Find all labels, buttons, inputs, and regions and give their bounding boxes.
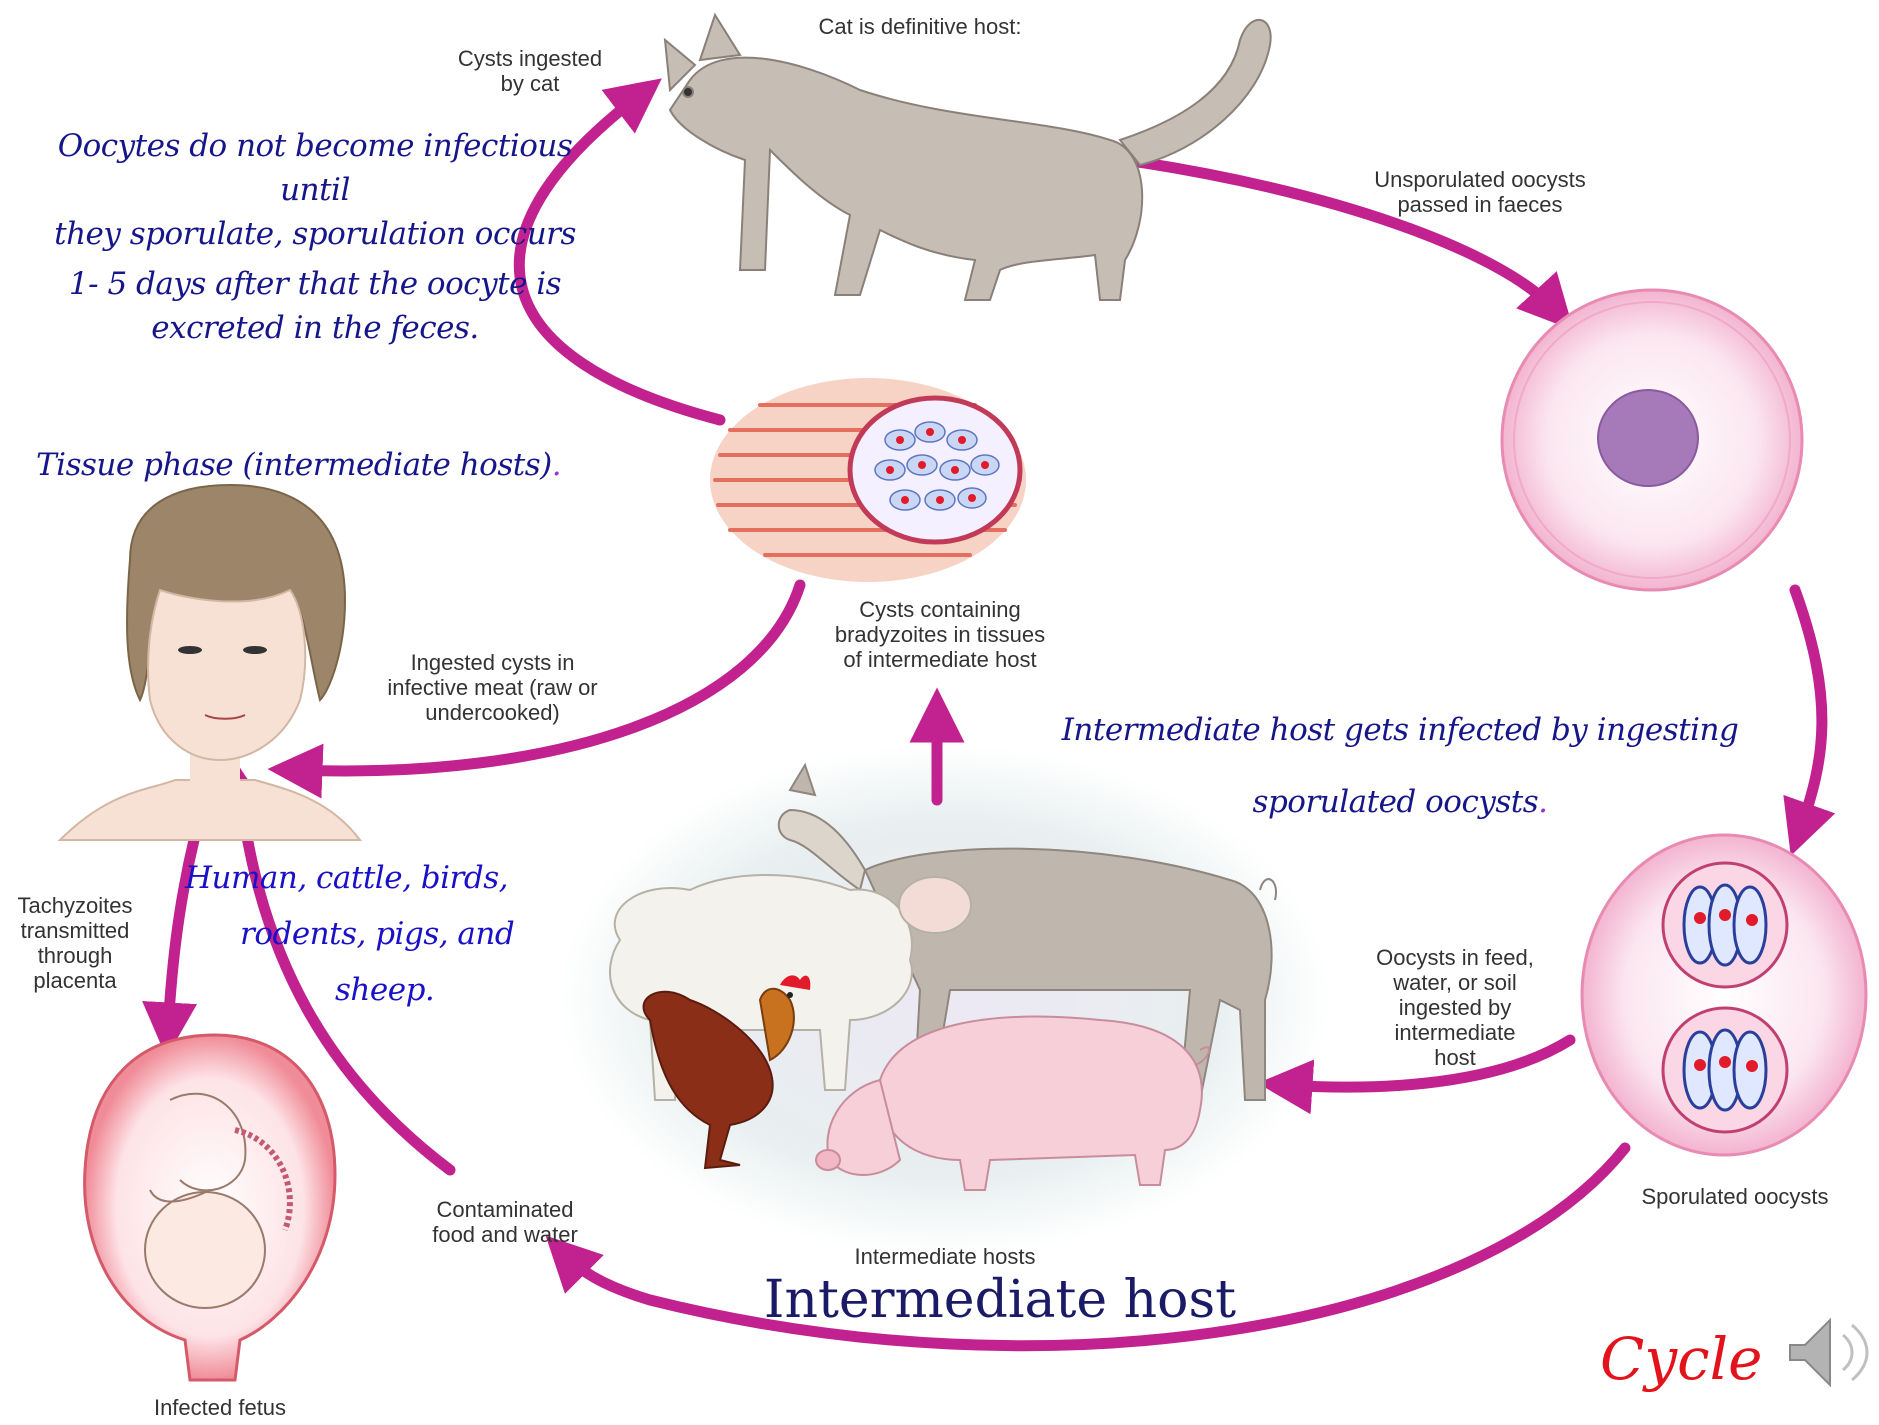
note-host-species: Human, cattle, birds, rodents, pigs, and… xyxy=(170,850,570,1018)
note-ingesting-line-2-text: sporulated oocysts xyxy=(1253,784,1539,820)
label-intermediate-hosts: Intermediate hosts xyxy=(820,1244,1070,1269)
note-oocytes-line-1: Oocytes do not become infectious until xyxy=(20,124,610,212)
cat-illustration xyxy=(665,15,1271,300)
label-tachyzoites: Tachyzoites transmitted through placenta xyxy=(0,893,150,993)
human-head-icon xyxy=(60,485,360,840)
label-sporulated-oocysts: Sporulated oocysts xyxy=(1615,1184,1855,1209)
note-oocytes-line-4: excreted in the feces. xyxy=(20,306,610,350)
tissue-cyst-icon xyxy=(710,378,1026,582)
fetus-icon xyxy=(85,1035,335,1380)
label-unsporulated-oocysts: Unsporulated oocysts passed in faeces xyxy=(1340,167,1620,217)
label-cat-definitive: Cat is definitive host: xyxy=(770,14,1070,39)
note-hosts-line-2: rodents, pigs, and xyxy=(170,906,570,962)
note-tissue-phase-dot: . xyxy=(552,447,561,483)
note-ingesting-line-1: Intermediate host gets infected by inges… xyxy=(1030,694,1770,766)
note-ingesting-dot: . xyxy=(1538,784,1547,820)
note-oocytes-line-3: 1- 5 days after that the oocyte is xyxy=(20,262,610,306)
speaker-icon[interactable] xyxy=(1790,1320,1867,1385)
oocyst-sporulated-icon xyxy=(1582,835,1866,1155)
label-ingested-cysts-meat: Ingested cysts in infective meat (raw or… xyxy=(365,650,620,725)
note-hosts-line-3: sheep. xyxy=(170,962,570,1018)
oocyst-unsporulated-icon xyxy=(1502,290,1802,590)
label-cysts-containing-bradyzoites: Cysts containing bradyzoites in tissues … xyxy=(810,597,1070,672)
cycle-label: Cycle xyxy=(1600,1325,1790,1393)
note-hosts-line-1: Human, cattle, birds, xyxy=(170,850,570,906)
page-title: Intermediate host xyxy=(700,1270,1300,1330)
label-cysts-ingested-by-cat: Cysts ingested by cat xyxy=(430,46,630,96)
note-ingesting-oocysts: Intermediate host gets infected by inges… xyxy=(1030,694,1770,838)
arrow-oocyst-to-sporulated xyxy=(1795,590,1822,830)
note-tissue-phase: Tissue phase (intermediate hosts). xyxy=(36,443,561,487)
label-oocysts-in-feed: Oocysts in feed, water, or soil ingested… xyxy=(1350,945,1560,1070)
note-tissue-phase-text: Tissue phase (intermediate hosts) xyxy=(36,447,552,483)
note-oocytes-sporulation: Oocytes do not become infectious until t… xyxy=(20,124,610,350)
note-oocytes-line-2: they sporulate, sporulation occurs xyxy=(20,212,610,256)
label-infected-fetus: Infected fetus xyxy=(120,1395,320,1420)
note-ingesting-line-2: sporulated oocysts. xyxy=(1030,766,1770,838)
label-contaminated-food: Contaminated food and water xyxy=(400,1197,610,1247)
